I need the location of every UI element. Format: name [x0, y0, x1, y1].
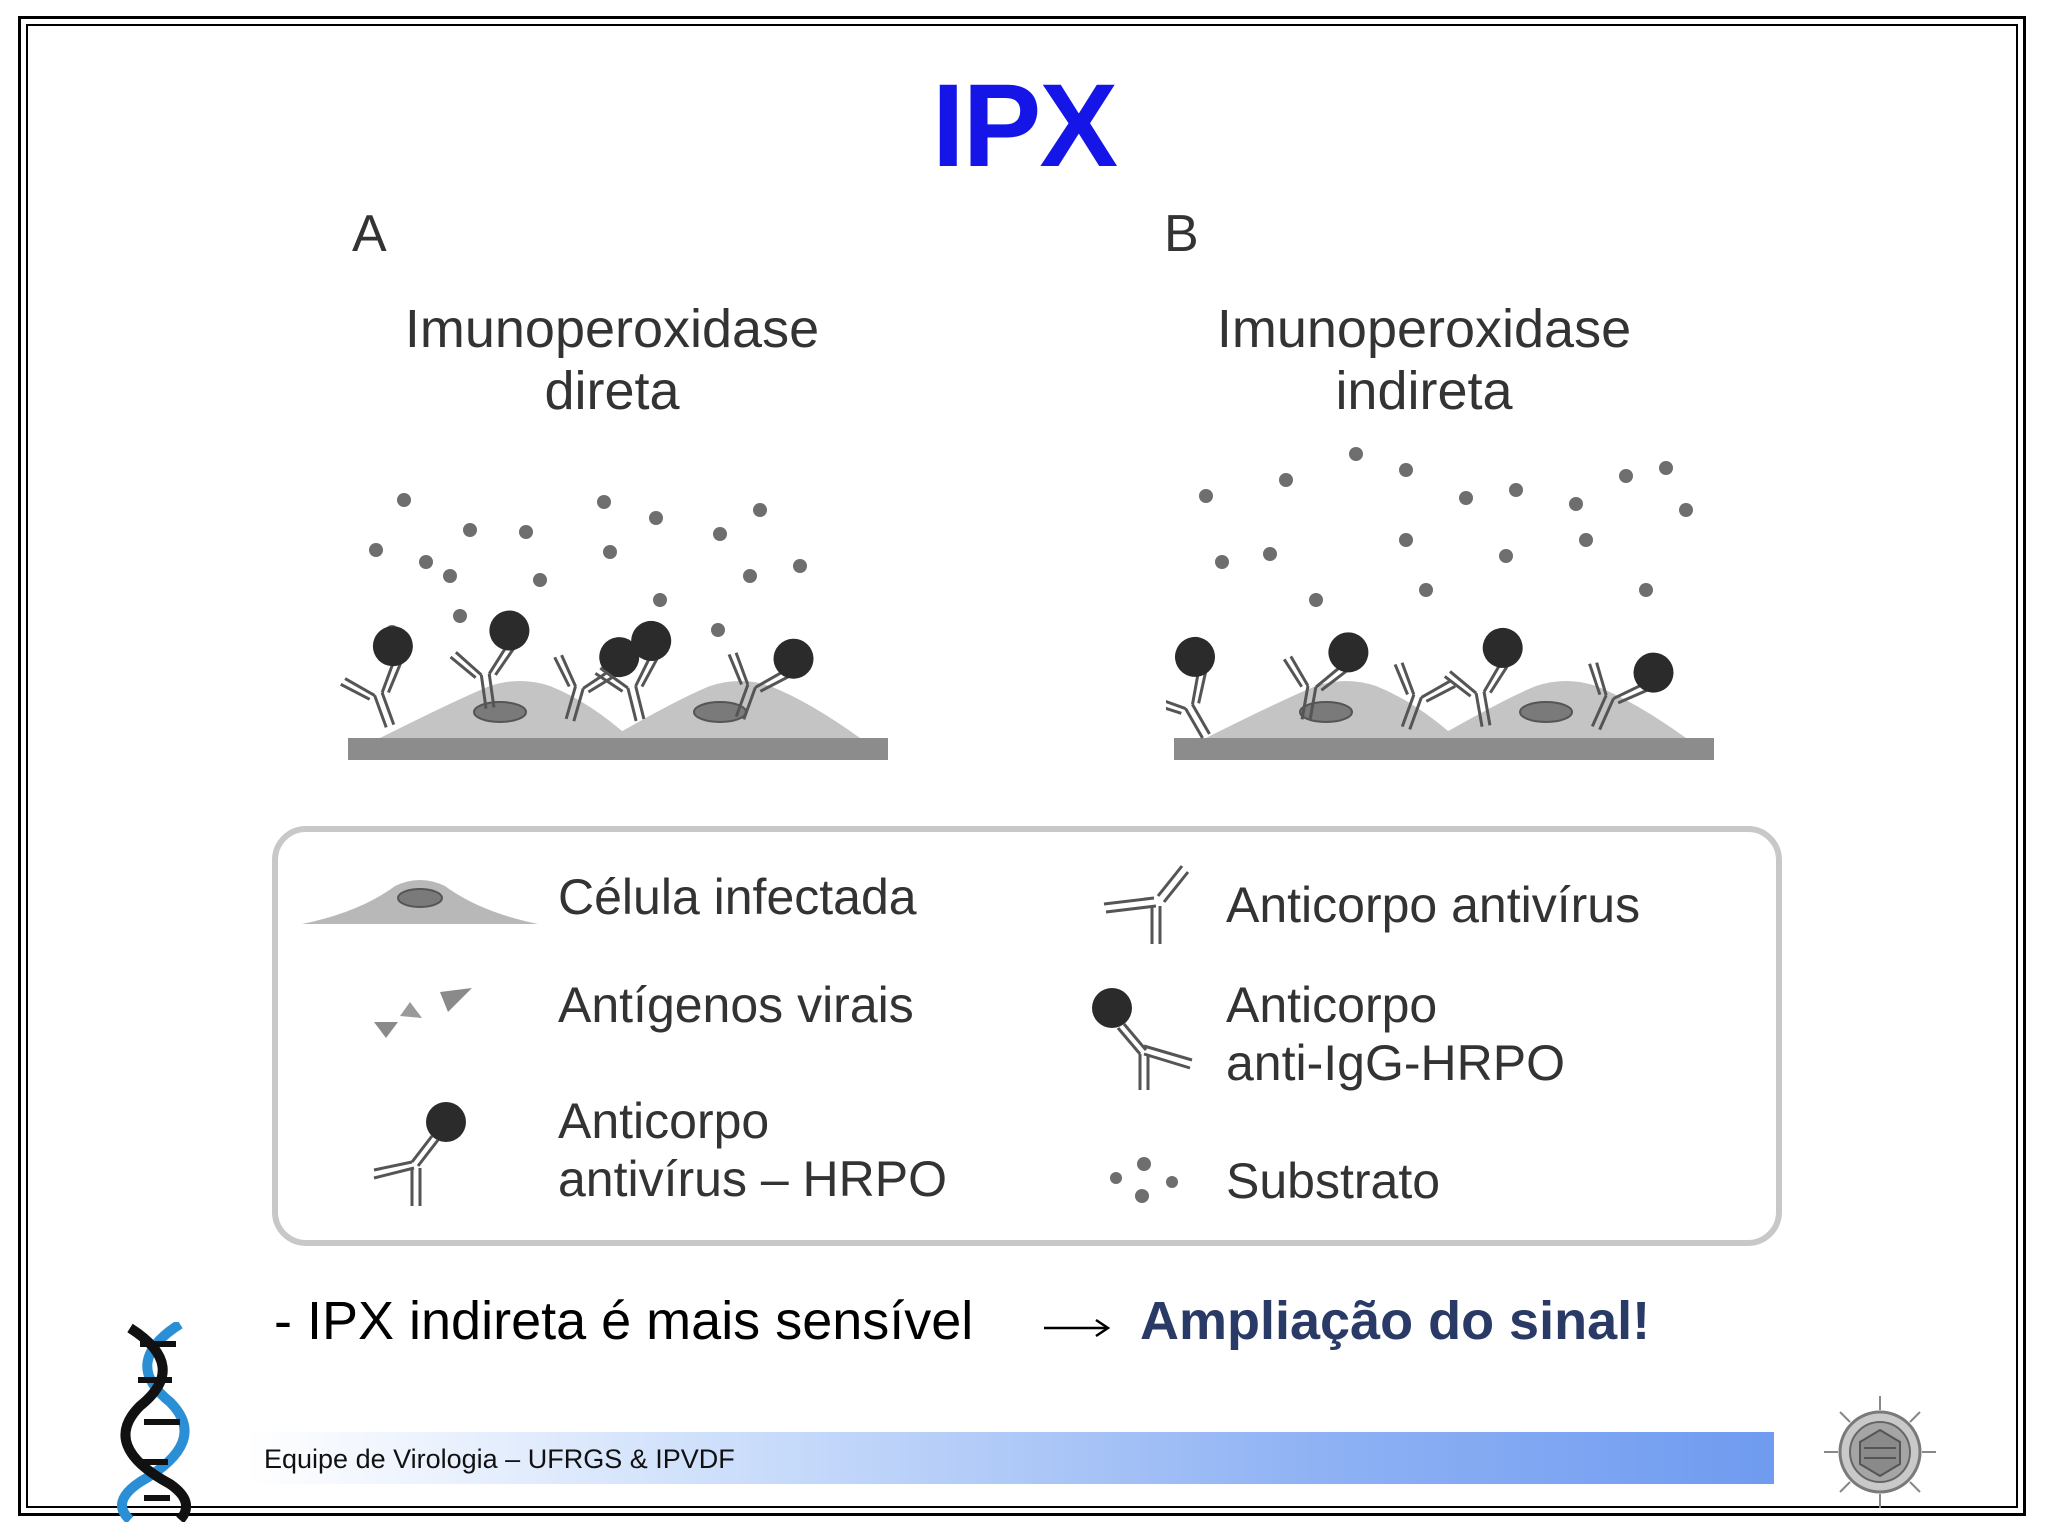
hrpo-antibody	[449, 610, 530, 709]
substrate-dot	[1263, 547, 1277, 561]
hrpo-enzyme	[773, 638, 814, 679]
hrpo-antibody	[1166, 636, 1215, 739]
substrate-dot	[1199, 489, 1213, 503]
hrpo-antibody	[1282, 632, 1369, 721]
slide-title: IPX	[931, 60, 1118, 192]
legend-anti-igg-hrpo-line2: anti-IgG-HRPO	[1226, 1035, 1565, 1091]
hrpo-antibody	[1588, 652, 1674, 731]
substrate-dot	[1309, 593, 1323, 607]
hrpo-antibody	[1443, 627, 1523, 727]
substrate-dot	[1659, 461, 1673, 475]
substrate-dot	[453, 609, 467, 623]
substrate-dot	[1619, 469, 1633, 483]
hrpo-antibody	[340, 626, 413, 728]
right-arrow-icon	[1044, 1318, 1111, 1338]
footer-bar	[246, 1432, 1774, 1484]
hrpo-enzyme	[1174, 636, 1215, 677]
hrpo-enzyme	[599, 637, 640, 678]
panel-b-caption-line2: indireta	[1335, 361, 1513, 421]
infected-cell-icon	[302, 880, 538, 924]
panel-b-caption: Imunoperoxidase indireta	[1124, 298, 1724, 422]
legend-anti-igg-hrpo-label: Anticorpo anti-IgG-HRPO	[1226, 976, 1565, 1092]
substrate-dot	[711, 623, 725, 637]
hrpo-antibody	[727, 638, 814, 720]
hrpo-enzyme	[489, 610, 530, 651]
antivirus-hrpo-antibody-icon	[373, 1102, 466, 1206]
direct-ipx-diagram	[340, 493, 888, 760]
legend-box	[272, 826, 1782, 1246]
signal-amplification-highlight: Ampliação do sinal!	[1140, 1291, 1651, 1351]
virus-logo	[1824, 1396, 1936, 1508]
panel-a-letter: A	[352, 205, 387, 263]
substrate-dot	[397, 493, 411, 507]
panel-a-caption-line1: Imunoperoxidase	[404, 299, 820, 359]
substrate-dot	[519, 525, 533, 539]
legend-antivirus-hrpo-label: Anticorpo antivírus – HRPO	[558, 1092, 947, 1208]
substrate-dot	[743, 569, 757, 583]
substrate-dot	[653, 593, 667, 607]
substrate-dot	[1349, 447, 1363, 461]
antibody	[1393, 662, 1456, 730]
panel-b-letter: B	[1164, 205, 1199, 263]
slide-base	[1174, 738, 1714, 760]
substrate-dot	[533, 573, 547, 587]
slide-outer-border	[18, 16, 2026, 1516]
substrate-dot	[1639, 583, 1653, 597]
hrpo-enzyme	[1328, 632, 1369, 673]
substrate-dot	[1419, 583, 1433, 597]
hrpo-enzyme	[631, 620, 672, 661]
substrate-dot	[713, 527, 727, 541]
slide-inner-border	[26, 24, 2018, 1508]
hrpo-antibody	[553, 637, 640, 722]
cell-nucleus	[1519, 701, 1573, 723]
substrate-dot	[419, 555, 433, 569]
antivirus-antibody-icon	[1103, 865, 1190, 944]
hrpo-antibody	[594, 620, 672, 722]
substrate-dot	[1399, 463, 1413, 477]
legend-anti-igg-hrpo-line1: Anticorpo	[1226, 977, 1438, 1033]
legend-substrate-label: Substrato	[1226, 1153, 1441, 1209]
substrate-dot	[369, 543, 383, 557]
substrate-icon	[1110, 1157, 1178, 1203]
substrate-dot	[1509, 483, 1523, 497]
substrate-dot	[603, 545, 617, 559]
substrate-dot	[1215, 555, 1229, 569]
panel-a-caption: Imunoperoxidase direta	[312, 298, 912, 422]
substrate-dot	[1499, 549, 1513, 563]
panel-b-caption-line1: Imunoperoxidase	[1216, 299, 1632, 359]
substrate-dot	[597, 495, 611, 509]
hrpo-enzyme	[372, 626, 413, 667]
indirect-ipx-diagram	[1166, 447, 1714, 760]
slide-base	[348, 738, 888, 760]
conclusion-text: - IPX indireta é mais sensível	[274, 1291, 974, 1351]
cell-nucleus	[1299, 701, 1353, 723]
substrate-dot	[463, 523, 477, 537]
cell-nucleus	[473, 701, 527, 723]
dna-helix-logo	[117, 1322, 192, 1522]
legend-antivirus-hrpo-line2: antivírus – HRPO	[558, 1151, 948, 1207]
substrate-dot	[793, 559, 807, 573]
substrate-dot	[1279, 473, 1293, 487]
substrate-dot	[753, 503, 767, 517]
substrate-dot	[1569, 497, 1583, 511]
hrpo-enzyme	[1633, 652, 1674, 693]
panel-a-caption-line2: direta	[544, 361, 680, 421]
footer-text: Equipe de Virologia – UFRGS & IPVDF	[264, 1444, 735, 1474]
substrate-dot	[1679, 503, 1693, 517]
substrate-dot	[1579, 533, 1593, 547]
anti-igg-hrpo-antibody-icon	[1092, 988, 1193, 1090]
legend-antivirus-antibody-label: Anticorpo antivírus	[1226, 877, 1641, 933]
hrpo-enzyme	[1482, 627, 1523, 668]
legend-antivirus-hrpo-line1: Anticorpo	[558, 1093, 770, 1149]
substrate-dot	[1459, 491, 1473, 505]
substrate-dot	[1399, 533, 1413, 547]
substrate-dot	[443, 569, 457, 583]
legend-infected-cell-label: Célula infectada	[558, 869, 917, 925]
legend-viral-antigens-label: Antígenos virais	[558, 977, 914, 1033]
substrate-dot	[649, 511, 663, 525]
viral-antigens-icon	[374, 988, 472, 1038]
